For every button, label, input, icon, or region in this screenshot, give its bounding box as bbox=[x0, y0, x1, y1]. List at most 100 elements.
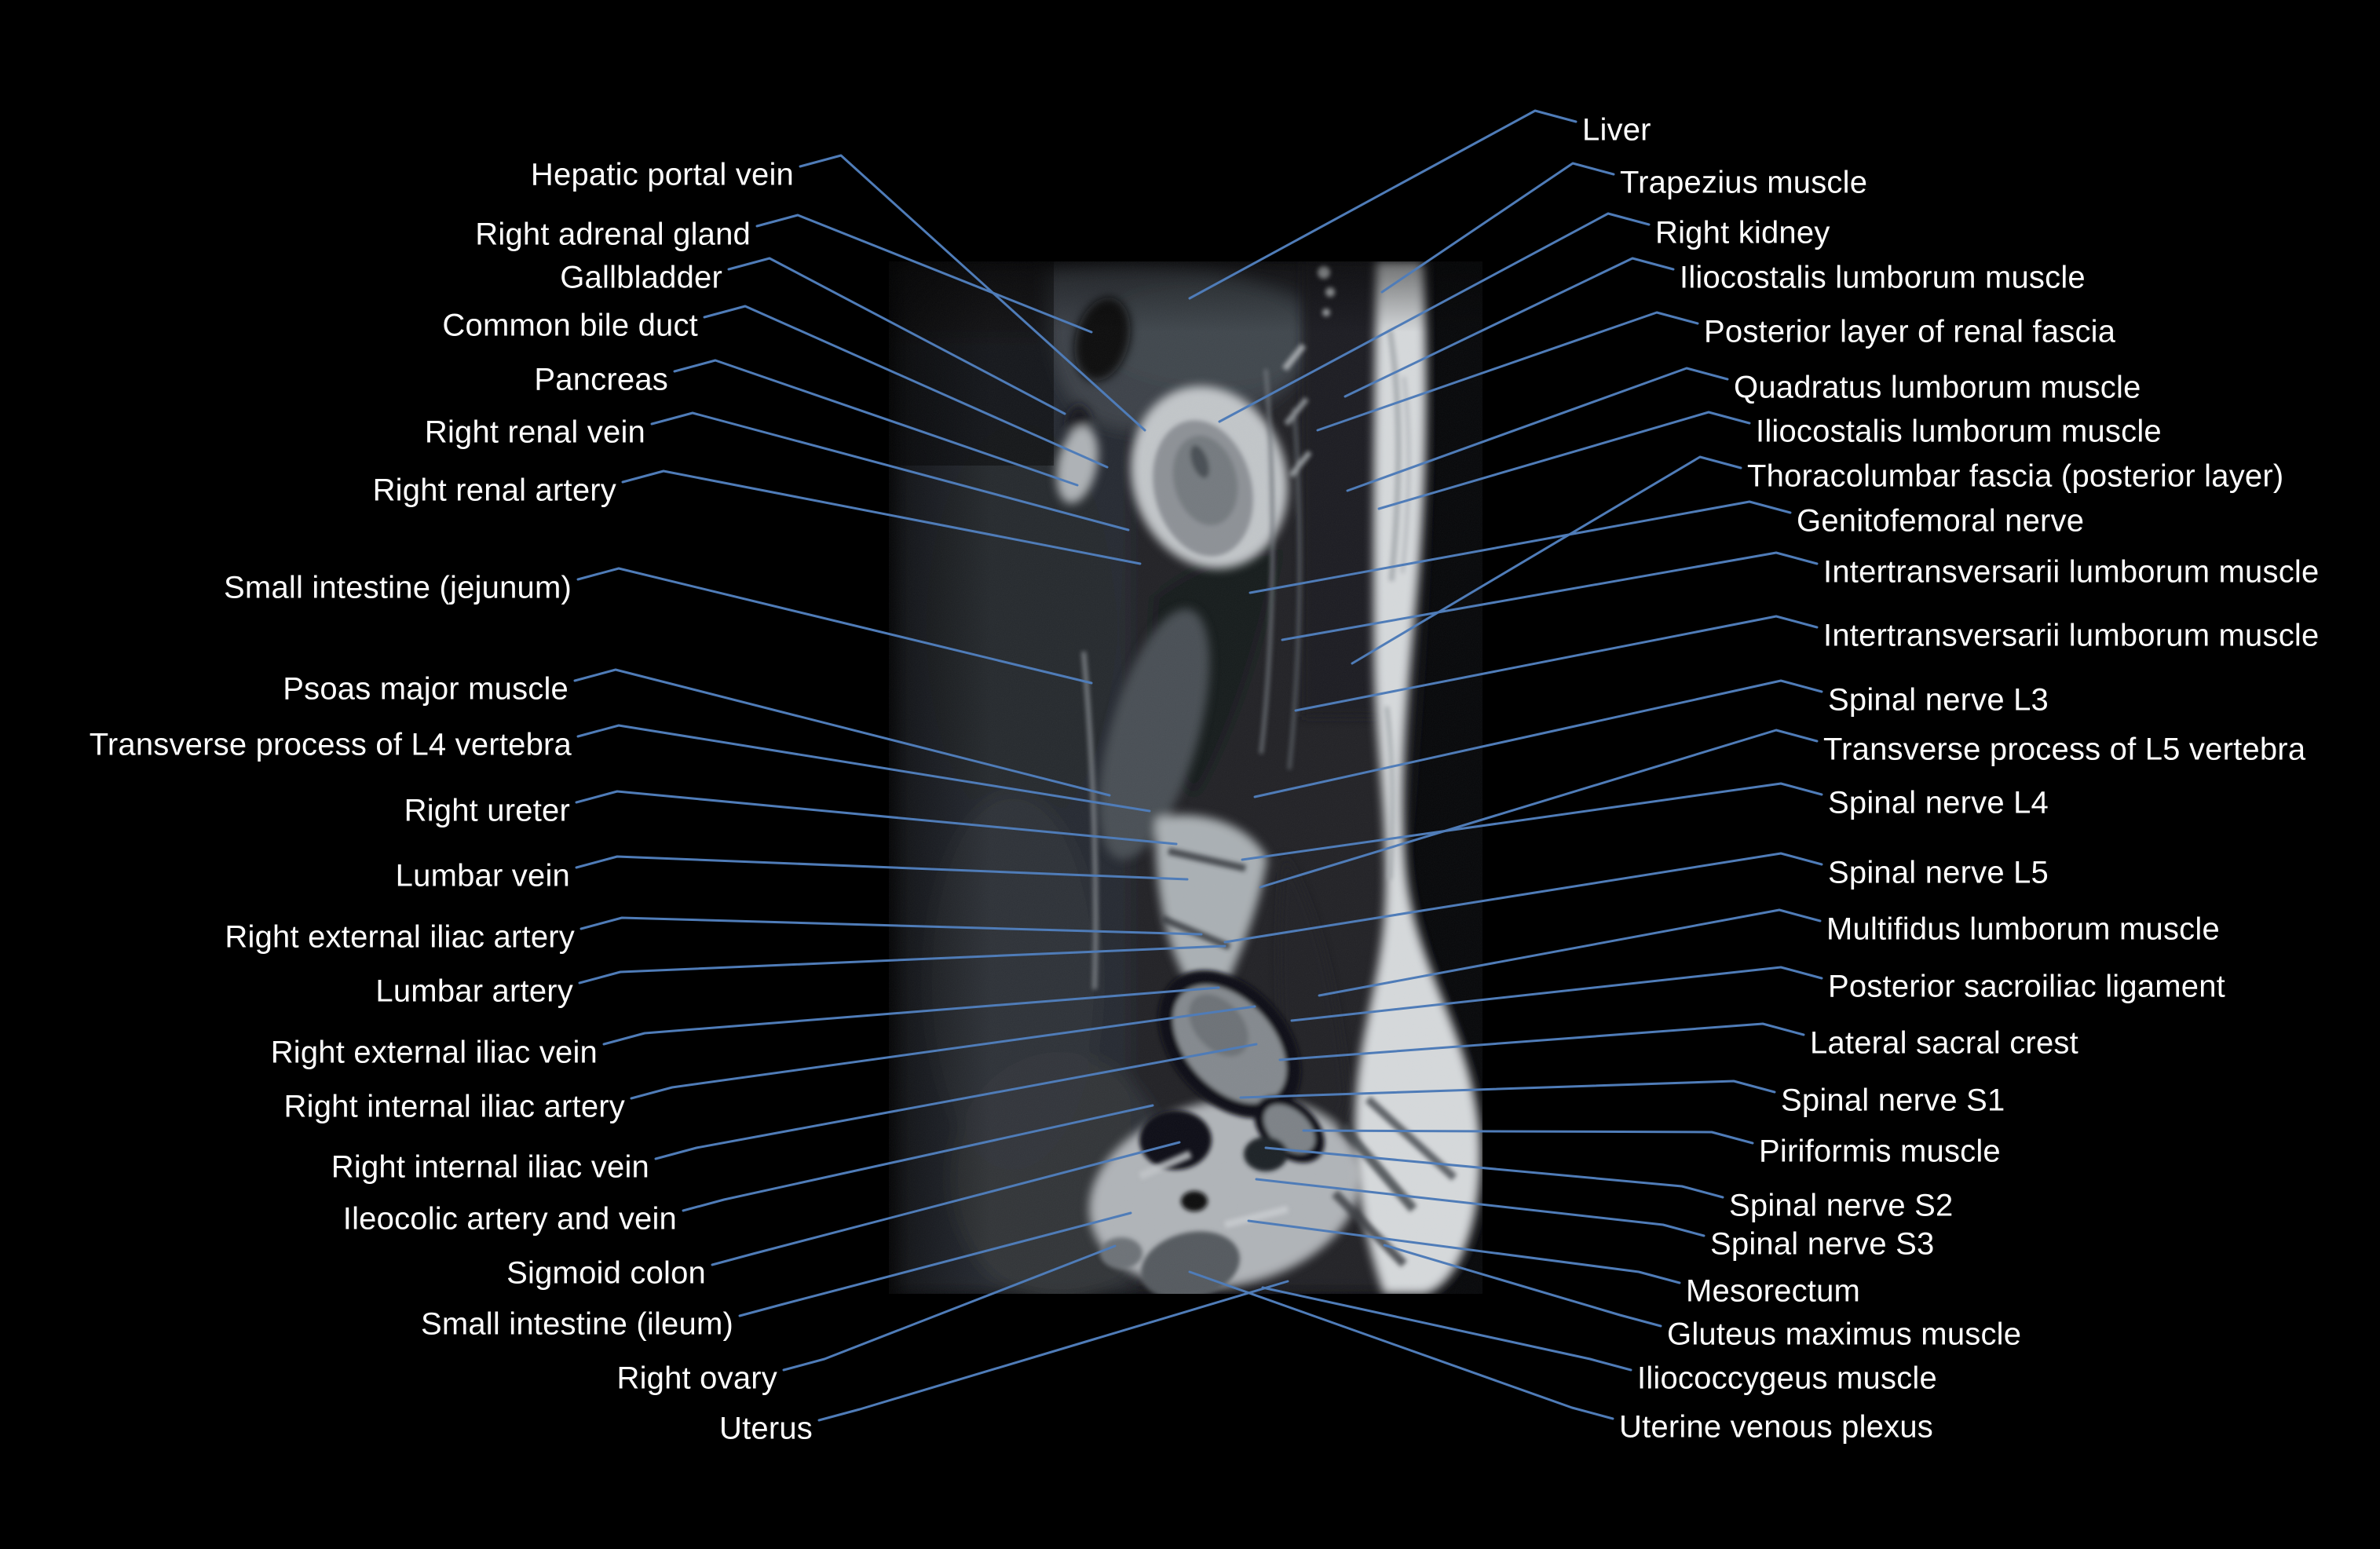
leader-line bbox=[673, 359, 1079, 487]
anatomy-label: Lumbar artery bbox=[375, 974, 573, 1009]
anatomy-label: Right external iliac artery bbox=[225, 919, 575, 955]
leader-line bbox=[1223, 852, 1823, 944]
leader-line bbox=[1290, 966, 1823, 1022]
anatomy-label: Trapezius muscle bbox=[1620, 165, 1868, 200]
anatomy-label: Piriformis muscle bbox=[1759, 1134, 2001, 1169]
leader-line bbox=[1241, 782, 1823, 861]
anatomy-label: Pancreas bbox=[534, 362, 668, 397]
leader-line bbox=[1377, 411, 1751, 510]
anatomy-label: Small intestine (jejunum) bbox=[224, 570, 572, 605]
leader-line bbox=[817, 1280, 1289, 1422]
anatomy-label: Uterus bbox=[718, 1411, 813, 1446]
anatomy-label: Spinal nerve S1 bbox=[1781, 1083, 2005, 1118]
leader-line bbox=[738, 1211, 1132, 1317]
anatomy-label: Small intestine (ileum) bbox=[420, 1306, 733, 1342]
leader-line bbox=[1218, 212, 1651, 423]
leader-line bbox=[799, 154, 1146, 432]
anatomy-label: Intertransversarii lumborum muscle bbox=[1823, 618, 2320, 653]
anatomy-label: Iliocostalis lumborum muscle bbox=[1756, 414, 2162, 449]
anatomy-label: Lumbar vein bbox=[395, 858, 570, 893]
leader-line bbox=[1239, 1080, 1776, 1099]
anatomy-label: Right renal vein bbox=[424, 415, 645, 450]
anatomy-label: Right kidney bbox=[1655, 215, 1830, 250]
anatomy-label: Lateral sacral crest bbox=[1810, 1025, 2078, 1061]
anatomy-label: Gallbladder bbox=[560, 260, 722, 295]
anatomy-label: Thoracolumbar fascia (posterior layer) bbox=[1747, 458, 2284, 494]
anatomy-label: Posterior layer of renal fascia bbox=[1704, 314, 2116, 349]
leader-line bbox=[711, 1141, 1181, 1266]
anatomy-label: Right renal artery bbox=[372, 473, 616, 508]
leader-line bbox=[576, 567, 1093, 685]
leader-line bbox=[755, 214, 1093, 334]
anatomy-label: Iliocostalis lumborum muscle bbox=[1680, 260, 2086, 295]
anatomy-label: Right external iliac vein bbox=[270, 1035, 598, 1070]
leader-line bbox=[1278, 1022, 1805, 1061]
leader-line bbox=[1188, 109, 1578, 300]
leader-line bbox=[576, 724, 1151, 813]
leader-line bbox=[602, 986, 1220, 1046]
leader-line bbox=[573, 668, 1111, 797]
anatomy-label: Genitofemoral nerve bbox=[1797, 503, 2085, 539]
anatomy-label: Spinal nerve L4 bbox=[1828, 785, 2049, 820]
leader-line bbox=[630, 1005, 1256, 1100]
anatomy-label: Psoas major muscle bbox=[283, 671, 568, 707]
leader-line bbox=[1344, 257, 1675, 398]
leader-line bbox=[1281, 551, 1819, 641]
leader-line bbox=[1351, 455, 1742, 665]
leader-line bbox=[1383, 1244, 1662, 1328]
anatomy-label: Spinal nerve S3 bbox=[1710, 1226, 1935, 1262]
leader-line bbox=[1316, 311, 1699, 432]
anatomy-label: Sigmoid colon bbox=[506, 1255, 706, 1291]
leader-line bbox=[1188, 1270, 1614, 1420]
anatomy-label: Spinal nerve L3 bbox=[1828, 682, 2049, 718]
leader-line bbox=[1346, 367, 1729, 492]
leader-line bbox=[579, 916, 1203, 936]
leader-line bbox=[654, 1043, 1258, 1160]
anatomy-label: Right internal iliac vein bbox=[331, 1149, 649, 1185]
anatomy-label: Spinal nerve L5 bbox=[1828, 855, 2049, 890]
leader-line bbox=[575, 855, 1189, 881]
leader-line bbox=[1380, 162, 1615, 294]
anatomy-label: Iliococcygeus muscle bbox=[1637, 1361, 1937, 1396]
leader-line bbox=[1253, 679, 1823, 798]
leader-line bbox=[1248, 500, 1792, 594]
leader-line bbox=[703, 305, 1109, 469]
anatomy-label: Liver bbox=[1582, 112, 1651, 148]
anatomy-label: Ileocolic artery and vein bbox=[342, 1201, 677, 1237]
anatomy-label: Multifidus lumborum muscle bbox=[1826, 911, 2220, 947]
mri-noise bbox=[889, 261, 1482, 1294]
anatomy-label: Common bile duct bbox=[442, 308, 698, 343]
anatomy-label: Spinal nerve S2 bbox=[1729, 1188, 1954, 1223]
anatomy-label: Quadratus lumborum muscle bbox=[1734, 370, 2141, 405]
anatomy-label: Transverse process of L4 vertebra bbox=[89, 727, 572, 762]
anatomy-label: Hepatic portal vein bbox=[530, 157, 794, 192]
anatomy-label: Gluteus maximus muscle bbox=[1667, 1317, 2022, 1352]
leader-line bbox=[727, 257, 1066, 415]
leader-line bbox=[1264, 1146, 1724, 1199]
anatomy-label: Mesorectum bbox=[1686, 1273, 1861, 1309]
leader-line bbox=[1247, 1219, 1681, 1284]
anatomy-label: Right ureter bbox=[404, 793, 570, 828]
anatomy-label: Right adrenal gland bbox=[475, 217, 751, 252]
anatomy-label: Uterine venous plexus bbox=[1619, 1409, 1933, 1445]
leader-line bbox=[1302, 1129, 1754, 1145]
leader-line bbox=[1259, 729, 1819, 889]
leader-line bbox=[621, 469, 1142, 565]
leader-line bbox=[1318, 908, 1822, 997]
anatomy-label: Intertransversarii lumborum muscle bbox=[1823, 554, 2320, 590]
leader-line bbox=[682, 1104, 1154, 1212]
leader-line bbox=[578, 944, 1227, 985]
anatomy-label: Posterior sacroiliac ligament bbox=[1828, 969, 2225, 1004]
leader-line bbox=[1255, 1178, 1705, 1237]
anatomy-label: Right ovary bbox=[616, 1361, 777, 1396]
anatomy-label: Right internal iliac artery bbox=[283, 1089, 625, 1124]
leader-line bbox=[1294, 615, 1819, 712]
leader-line bbox=[782, 1244, 1117, 1372]
anatomy-label: Transverse process of L5 vertebra bbox=[1823, 732, 2306, 767]
leader-line bbox=[1261, 1286, 1632, 1372]
leader-line bbox=[650, 411, 1130, 532]
